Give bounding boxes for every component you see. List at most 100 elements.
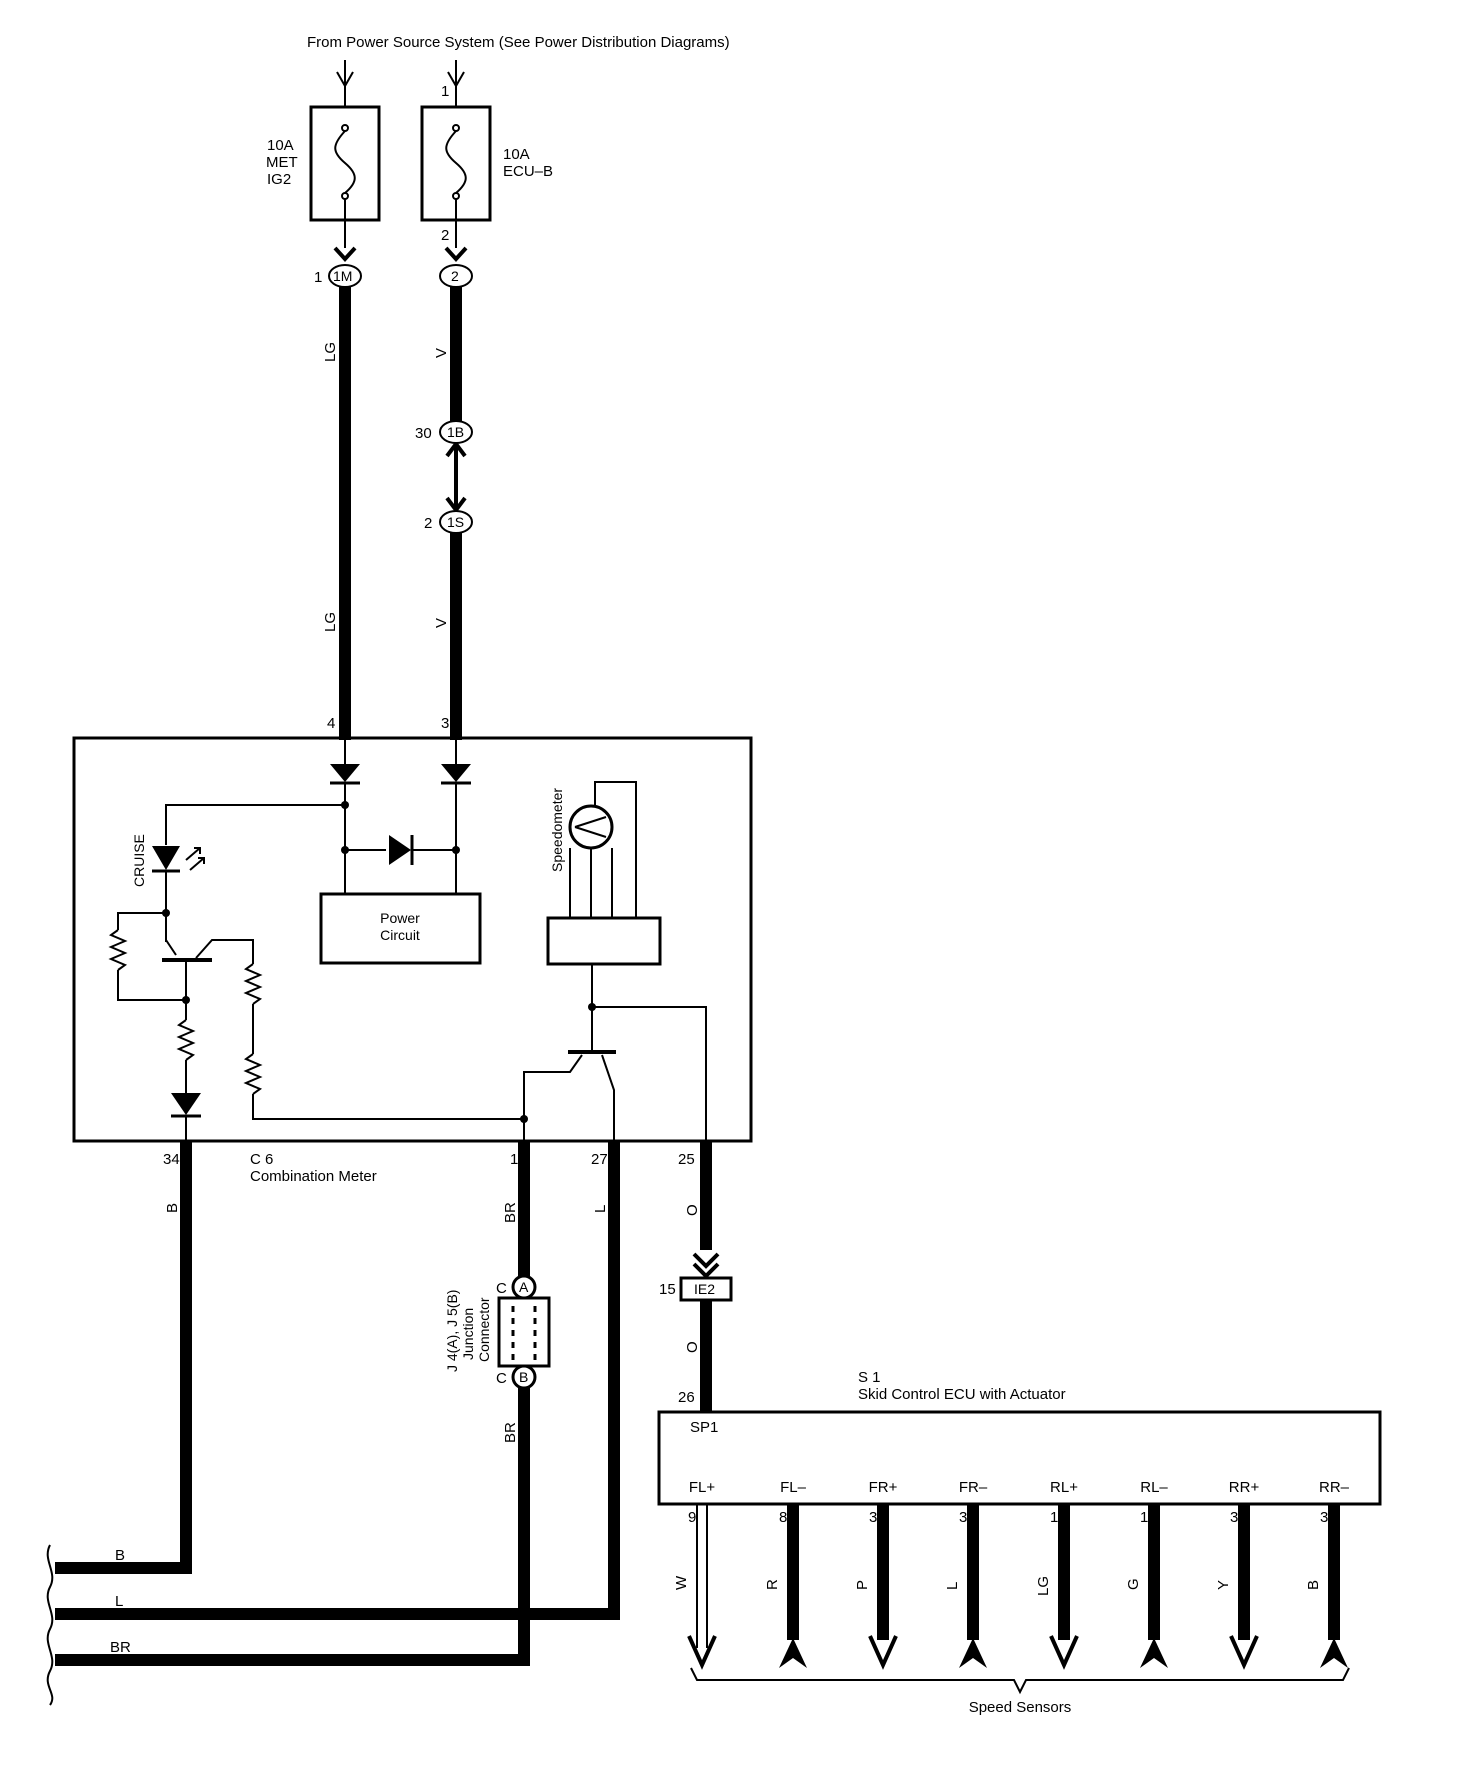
- resistor-left: [108, 929, 128, 971]
- terminal-rl-minus: RL–12G: [1125, 1479, 1168, 1668]
- fuse-ecu-name: ECU–B: [503, 163, 553, 180]
- terminal-fr-plus: FR+ 31P: [854, 1479, 898, 1670]
- sensor-wire-label: P: [854, 1580, 871, 1590]
- connector-1m-arrow: [333, 246, 357, 262]
- power-circuit: [319, 892, 482, 965]
- svg-text:1B: 1B: [447, 424, 464, 440]
- resistor-lower-left: [176, 1019, 196, 1061]
- terminal-label: RR–: [1319, 1479, 1350, 1496]
- meter-name: Combination Meter: [250, 1168, 377, 1185]
- terminal-fl-plus: FL+9W: [673, 1479, 717, 1670]
- wire-label-l: L: [592, 1205, 609, 1213]
- terminal-fr-minus: FR– 30L: [944, 1479, 988, 1668]
- speed-sensor-brace: [690, 1667, 1350, 1695]
- resistor-lower-mid: [243, 1053, 263, 1095]
- terminal-pin: 31: [869, 1509, 886, 1526]
- terminal-label: FR–: [959, 1479, 988, 1496]
- sensor-wire-label: W: [673, 1575, 690, 1590]
- sensor-arrow-down: [1049, 1635, 1079, 1670]
- meter-pin-34: 34: [163, 1151, 180, 1168]
- svg-text:B: B: [519, 1369, 528, 1385]
- wire-label-br-upper: BR: [502, 1202, 519, 1223]
- resistor-upper-mid: [243, 963, 263, 1005]
- ecu-sp1: SP1: [690, 1419, 718, 1436]
- connector-1s: 1S 2: [424, 510, 473, 534]
- junction-c-bottom: C: [496, 1370, 507, 1387]
- bus-label-br: BR: [110, 1639, 131, 1656]
- terminal-pin: 8: [779, 1509, 787, 1526]
- terminal-label: FL–: [780, 1479, 807, 1496]
- diode-output: [171, 1093, 201, 1115]
- terminal-pin: 30: [959, 1509, 976, 1526]
- speedometer-label: Speedometer: [549, 788, 565, 872]
- sensor-wire-label: Y: [1215, 1580, 1232, 1590]
- fuse-met-rating: 10A: [267, 137, 294, 154]
- junction-c-top: C: [496, 1280, 507, 1297]
- sensor-arrow-down: [687, 1635, 717, 1670]
- wire-l: [55, 1141, 620, 1620]
- cruise-label: CRUISE: [131, 834, 147, 887]
- wire-label-b: B: [164, 1203, 181, 1213]
- meter-pin-25: 25: [678, 1151, 695, 1168]
- ecu-pin-26: 26: [678, 1389, 695, 1406]
- fuse-met-ig2: 10A MET IG2: [266, 60, 381, 222]
- wire-label-v-upper: V: [433, 348, 450, 358]
- power-circuit-line1: Power: [380, 910, 420, 926]
- connector-1m: 1M 1: [314, 264, 362, 288]
- connector-ie2: IE2 15: [659, 1276, 733, 1302]
- sensor-arrow-up: [1140, 1638, 1168, 1668]
- sensor-arrow-up: [1320, 1638, 1348, 1668]
- power-circuit-line2: Circuit: [380, 927, 420, 943]
- connector-1b-pin: 30: [415, 425, 432, 442]
- sensor-wire-label: LG: [1035, 1576, 1052, 1596]
- power-source-label: From Power Source System (See Power Dist…: [307, 34, 730, 51]
- junction-connector: A C B C J 4(A), J 5(B) Junction Connecto…: [444, 1274, 551, 1390]
- wire-label-lg-upper: LG: [322, 342, 339, 362]
- terminal-pin: 12: [1140, 1509, 1157, 1526]
- svg-text:IE2: IE2: [694, 1281, 715, 1297]
- connector-1s-pin: 2: [424, 515, 432, 532]
- junction-code: J 4(A), J 5(B): [444, 1290, 460, 1372]
- sensor-wire-label: L: [944, 1582, 961, 1590]
- terminal-label: RL–: [1140, 1479, 1168, 1496]
- wire-label-o-lower: O: [684, 1341, 701, 1353]
- fuse-met-name2: IG2: [267, 171, 291, 188]
- connector-ie2-pin: 15: [659, 1281, 676, 1298]
- fuse-ecu-b: 1 2 10A ECU–B: [420, 60, 553, 244]
- terminal-rr-minus: RR–34B: [1305, 1479, 1350, 1668]
- terminal-pin: 34: [1320, 1509, 1337, 1526]
- bus-break-icon: [46, 1544, 54, 1706]
- bus-label-b: B: [115, 1547, 125, 1564]
- sensor-arrow-up: [779, 1638, 807, 1668]
- svg-text:1S: 1S: [447, 514, 464, 530]
- wire-label-br-lower: BR: [502, 1422, 519, 1443]
- diode-ig2: [330, 764, 360, 782]
- svg-text:1M: 1M: [333, 268, 352, 284]
- fuse-ecu-pin-in: 1: [441, 83, 449, 100]
- connector-2: 2: [439, 264, 473, 288]
- combination-meter: 4 3 Power Circuit CRUIS: [72, 715, 753, 1185]
- meter-pin-1: 1: [510, 1151, 518, 1168]
- terminal-pin: 9: [688, 1509, 696, 1526]
- svg-text:A: A: [519, 1279, 529, 1295]
- bus-label-l: L: [115, 1593, 123, 1610]
- wire-b: [55, 1141, 192, 1574]
- ecu-code: S 1: [858, 1369, 881, 1386]
- junction-line2: Connector: [476, 1297, 492, 1362]
- diode-ecu-b: [441, 764, 471, 782]
- meter-pin-27: 27: [591, 1151, 608, 1168]
- ecu-terminals: FL+9WFL–8RFR+31PFR–30LRL+11LGRL–12GRR+33…: [673, 1479, 1350, 1670]
- wire-br-lower: [55, 1377, 530, 1666]
- connector-2-arrow: [444, 246, 468, 262]
- diode-bridge: [389, 835, 411, 865]
- ecu-name: Skid Control ECU with Actuator: [858, 1386, 1066, 1403]
- terminal-label: FR+: [869, 1479, 898, 1496]
- speed-sensors-label: Speed Sensors: [969, 1699, 1072, 1716]
- skid-control-ecu: S 1 Skid Control ECU with Actuator 26 SP…: [657, 1369, 1382, 1506]
- speedometer-icon: [568, 781, 637, 918]
- junction-line1: Junction: [460, 1308, 476, 1360]
- cruise-indicator-icon: [152, 846, 205, 873]
- terminal-label: RR+: [1229, 1479, 1260, 1496]
